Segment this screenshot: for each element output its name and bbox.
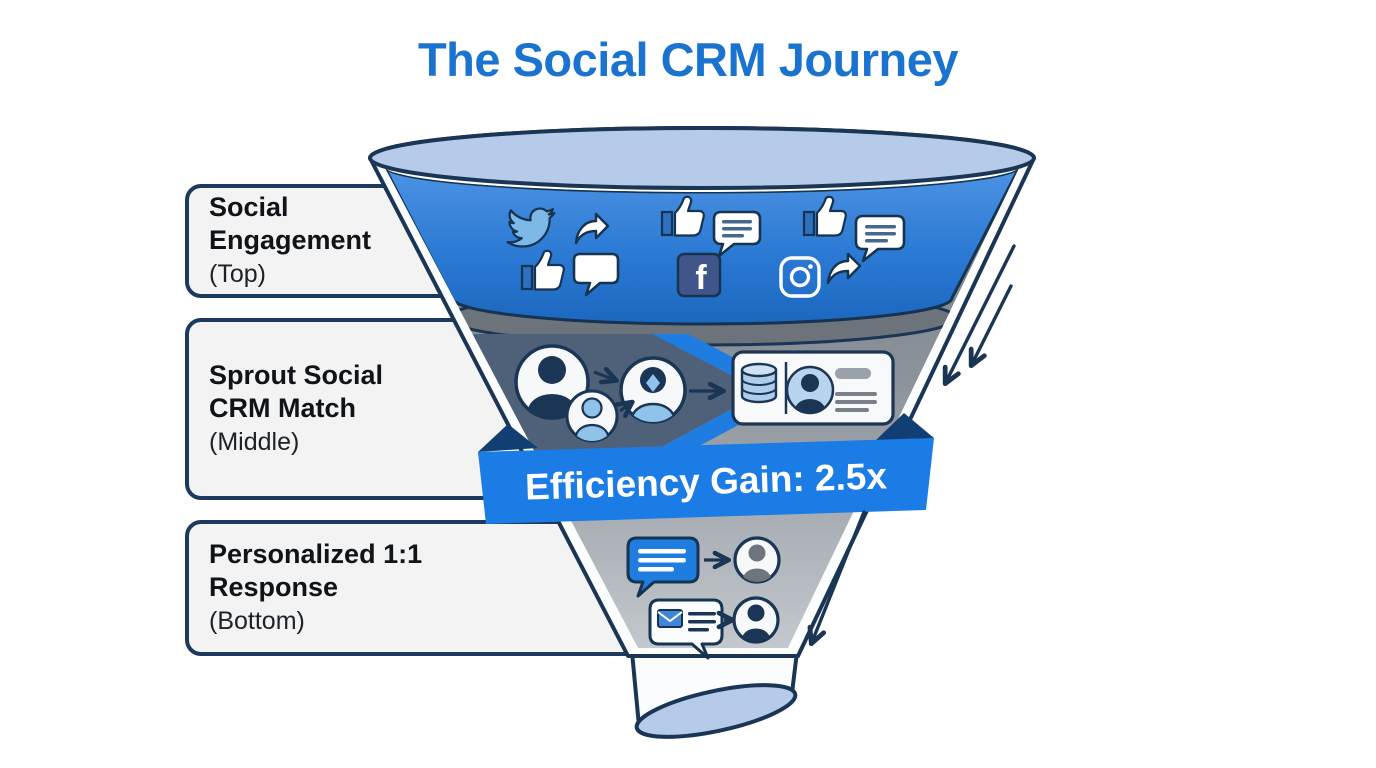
card-text-pill [835,368,871,379]
spout-opening [634,683,798,739]
funnel-spout [630,650,799,739]
crm-match-graphics [514,344,895,443]
facebook-icon: f [676,252,722,298]
stage-qualifier-middle: (Middle) [209,428,300,457]
user-avatar-icon [565,389,619,443]
speech-bubble-icon [572,252,620,297]
down-arrow [807,510,866,647]
stage-name-top: Social Engagement [209,192,372,256]
database-icon [740,362,778,404]
stage-name-middle: Sprout Social CRM Match [209,360,384,424]
matched-avatar-icon [619,356,687,424]
user-avatar-icon [514,344,590,420]
user-avatar-icon [785,365,835,415]
comment-bubble-icon [712,210,762,258]
banner-fold-right [874,413,934,442]
response-graphics [626,536,781,660]
down-arrow [968,284,1013,369]
share-arrow-icon [826,252,862,285]
thumbs-up-icon [802,195,847,237]
email-message-icon [648,598,724,660]
share-arrow-icon [574,212,610,245]
stage-name-bottom: Personalized 1:1 Response [209,539,423,603]
down-arrow [942,244,1016,387]
user-avatar-icon [733,536,781,584]
instagram-icon [779,256,821,298]
thumbs-up-icon [520,249,565,291]
user-avatar-icon [732,596,780,644]
twitter-icon [506,207,556,248]
social-icons: f [506,195,906,298]
banner-fold-left [478,424,538,452]
funnel-rim [368,126,1036,190]
thumbs-up-icon [660,195,705,237]
stage-qualifier-top: (Top) [209,260,266,289]
chat-message-icon [626,536,700,598]
envelope-icon [657,609,683,628]
comment-bubble-icon [854,214,906,263]
diagram-title: The Social CRM Journey [417,33,959,86]
contact-card-icon [731,350,895,426]
flow-arrows [807,244,1016,647]
efficiency-banner: Efficiency Gain: 2.5x [478,413,934,524]
stage-qualifier-bottom: (Bottom) [209,607,305,636]
svg-text:f: f [695,259,707,297]
